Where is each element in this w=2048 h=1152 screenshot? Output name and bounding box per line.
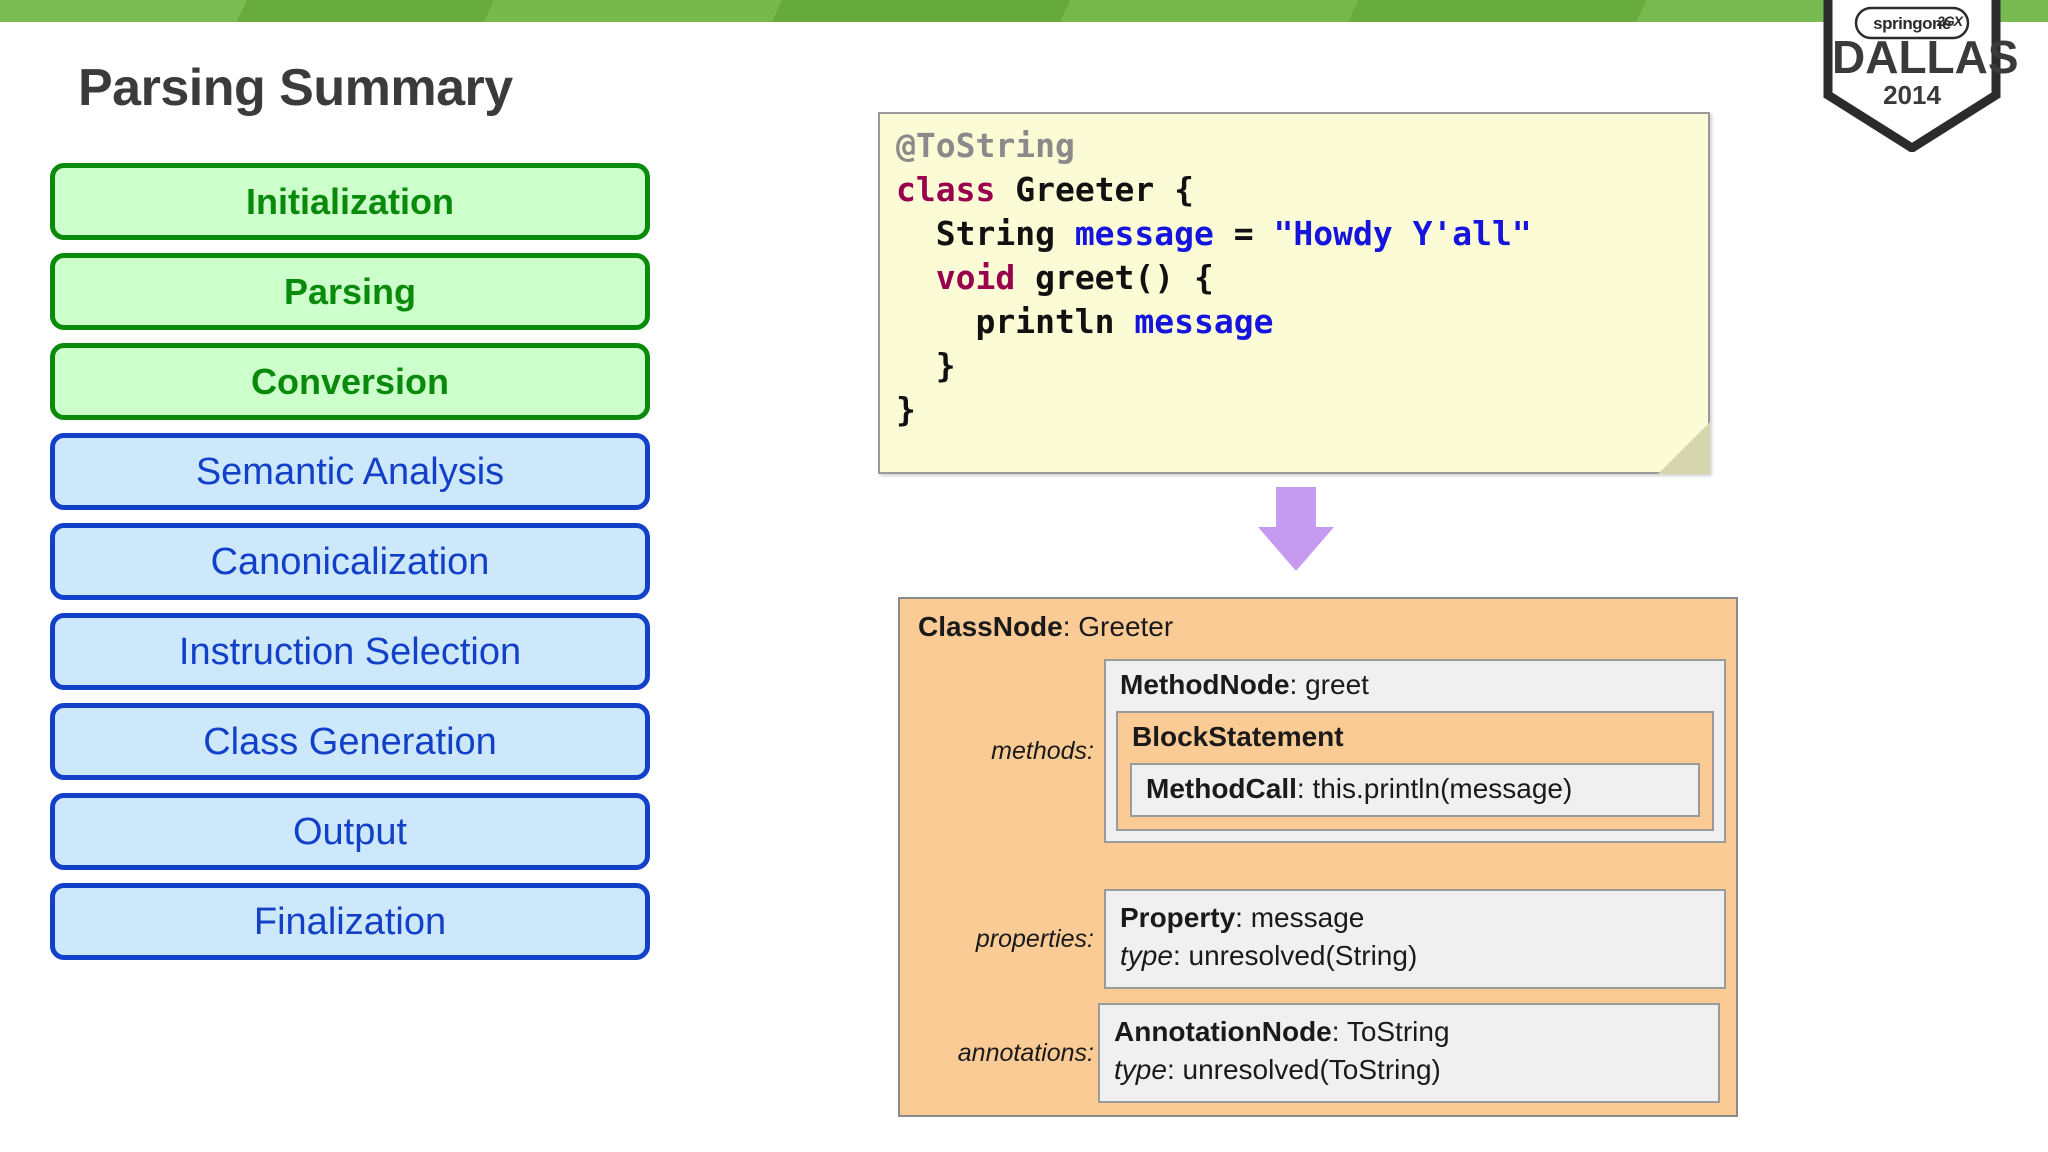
ast-annotation-line2: type: unresolved(ToString)	[1114, 1051, 1704, 1089]
arrow-shaft	[1276, 487, 1316, 529]
down-arrow-icon	[1258, 487, 1334, 571]
code-token-var: message	[1074, 214, 1214, 253]
ast-key-methods: methods:	[991, 736, 1094, 765]
phase-box-output[interactable]: Output	[50, 793, 650, 870]
code-token-plain: String	[896, 214, 1075, 253]
ast-blockstatement-box: BlockStatement MethodCall: this.println(…	[1116, 711, 1714, 831]
code-line: println message	[896, 300, 1532, 344]
ast-annotation-type: AnnotationNode	[1114, 1016, 1332, 1047]
code-line: }	[896, 344, 1532, 388]
code-token-plain: println	[896, 302, 1135, 341]
phase-box-initialization[interactable]: Initialization	[50, 163, 650, 240]
phase-box-semantic-analysis[interactable]: Semantic Analysis	[50, 433, 650, 510]
ast-methodcall-separator: :	[1296, 773, 1313, 804]
code-token-plain: Greeter {	[1015, 170, 1195, 209]
ast-row-methods: methods: MethodNode: greet BlockStatemen…	[914, 659, 1726, 843]
code-line: void greet() {	[896, 256, 1532, 300]
ast-methodnode-type: MethodNode	[1120, 669, 1290, 700]
ast-property-type-key: type	[1120, 940, 1173, 971]
phase-box-finalization[interactable]: Finalization	[50, 883, 650, 960]
ast-row-properties: properties: Property: message type: unre…	[914, 889, 1726, 989]
ast-property-type-value: unresolved(String)	[1188, 940, 1418, 971]
ast-classnode-box: ClassNode: Greeter methods: MethodNode: …	[898, 597, 1738, 1117]
ast-classnode-title: ClassNode: Greeter	[918, 611, 1173, 643]
phase-label: Instruction Selection	[178, 630, 522, 673]
ast-property-type-separator: :	[1172, 940, 1189, 971]
phase-box-parsing[interactable]: Parsing	[50, 253, 650, 330]
ast-methodcall-value: this.println(message)	[1312, 773, 1573, 804]
logo-city-text: DALLAS	[1832, 31, 2019, 83]
ast-classnode-separator: :	[1062, 611, 1079, 642]
code-token-plain: }	[896, 390, 916, 429]
ast-annotation-type-separator: :	[1166, 1054, 1183, 1085]
phase-box-class-generation[interactable]: Class Generation	[50, 703, 650, 780]
ast-property-box: Property: message type: unresolved(Strin…	[1104, 889, 1726, 989]
shield-icon	[1823, 0, 2001, 152]
ast-property-value: message	[1250, 902, 1365, 933]
ast-classnode-type: ClassNode	[918, 611, 1063, 642]
code-line: }	[896, 388, 1532, 432]
ast-property-type: Property	[1120, 902, 1236, 933]
ast-annotation-line1: AnnotationNode: ToString	[1114, 1013, 1704, 1051]
conference-logo: springone 2GX DALLAS 2014	[1822, 0, 2019, 152]
note-folded-corner	[1658, 422, 1710, 474]
ast-methodnode-separator: :	[1289, 669, 1306, 700]
ast-property-separator: :	[1235, 902, 1251, 933]
phase-label: Canonicalization	[210, 540, 490, 583]
ast-property-line2: type: unresolved(String)	[1120, 937, 1710, 975]
phase-box-canonicalization[interactable]: Canonicalization	[50, 523, 650, 600]
phase-label: Semantic Analysis	[195, 450, 505, 493]
code-token-plain: }	[896, 346, 956, 385]
ast-annotation-type-key: type	[1114, 1054, 1167, 1085]
code-token-str: "Howdy Y'all"	[1273, 214, 1532, 253]
ast-key-properties: properties:	[975, 924, 1094, 953]
ast-classnode-value: Greeter	[1078, 611, 1174, 642]
phase-box-conversion[interactable]: Conversion	[50, 343, 650, 420]
ast-methodcall-box: MethodCall: this.println(message)	[1130, 763, 1700, 817]
ast-annotation-type-value: unresolved(ToString)	[1182, 1054, 1441, 1085]
phase-label: Parsing	[283, 270, 417, 312]
ast-key-annotations: annotations:	[957, 1038, 1094, 1067]
ast-annotation-separator: :	[1331, 1016, 1347, 1047]
ast-property-line1: Property: message	[1120, 899, 1710, 937]
logo-springone-text: springone	[1873, 14, 1951, 33]
code-line: @ToString	[896, 124, 1532, 168]
phase-label: Conversion	[250, 360, 450, 402]
code-token-kw: void	[896, 258, 1036, 297]
ast-methodcall-text: MethodCall: this.println(message)	[1146, 773, 1684, 805]
ast-annotation-value: ToString	[1346, 1016, 1450, 1047]
phase-label: Finalization	[253, 900, 447, 943]
phase-label: Class Generation	[203, 720, 497, 763]
ast-row-annotations: annotations: AnnotationNode: ToString ty…	[914, 1003, 1726, 1103]
arrow-head	[1258, 527, 1334, 571]
phase-label: Initialization	[245, 180, 454, 222]
code-line: String message = "Howdy Y'all"	[896, 212, 1532, 256]
ast-methodnode-value: greet	[1305, 669, 1369, 700]
code-token-kw: class	[896, 170, 1016, 209]
ast-methodnode-box: MethodNode: greet BlockStatement MethodC…	[1104, 659, 1726, 843]
ast-methodcall-type: MethodCall	[1146, 773, 1297, 804]
code-token-var: message	[1134, 302, 1274, 341]
top-green-bar	[0, 0, 2048, 22]
ast-blockstatement-title: BlockStatement	[1132, 721, 1344, 752]
code-token-plain: greet() {	[1035, 258, 1214, 297]
logo-year-text: 2014	[1883, 80, 1941, 110]
ast-annotation-box: AnnotationNode: ToString type: unresolve…	[1098, 1003, 1720, 1103]
ast-methodnode-title: MethodNode: greet	[1106, 669, 1724, 711]
page-title: Parsing Summary	[78, 59, 513, 117]
phase-label: Output	[292, 810, 408, 853]
code-token-annot: @ToString	[896, 126, 1075, 165]
code-line: class Greeter {	[896, 168, 1532, 212]
logo-2gx-badge: 2GX	[1937, 13, 1963, 29]
phase-box-instruction-selection[interactable]: Instruction Selection	[50, 613, 650, 690]
top-bar-texture	[0, 0, 2048, 22]
code-token-plain: =	[1213, 214, 1274, 253]
